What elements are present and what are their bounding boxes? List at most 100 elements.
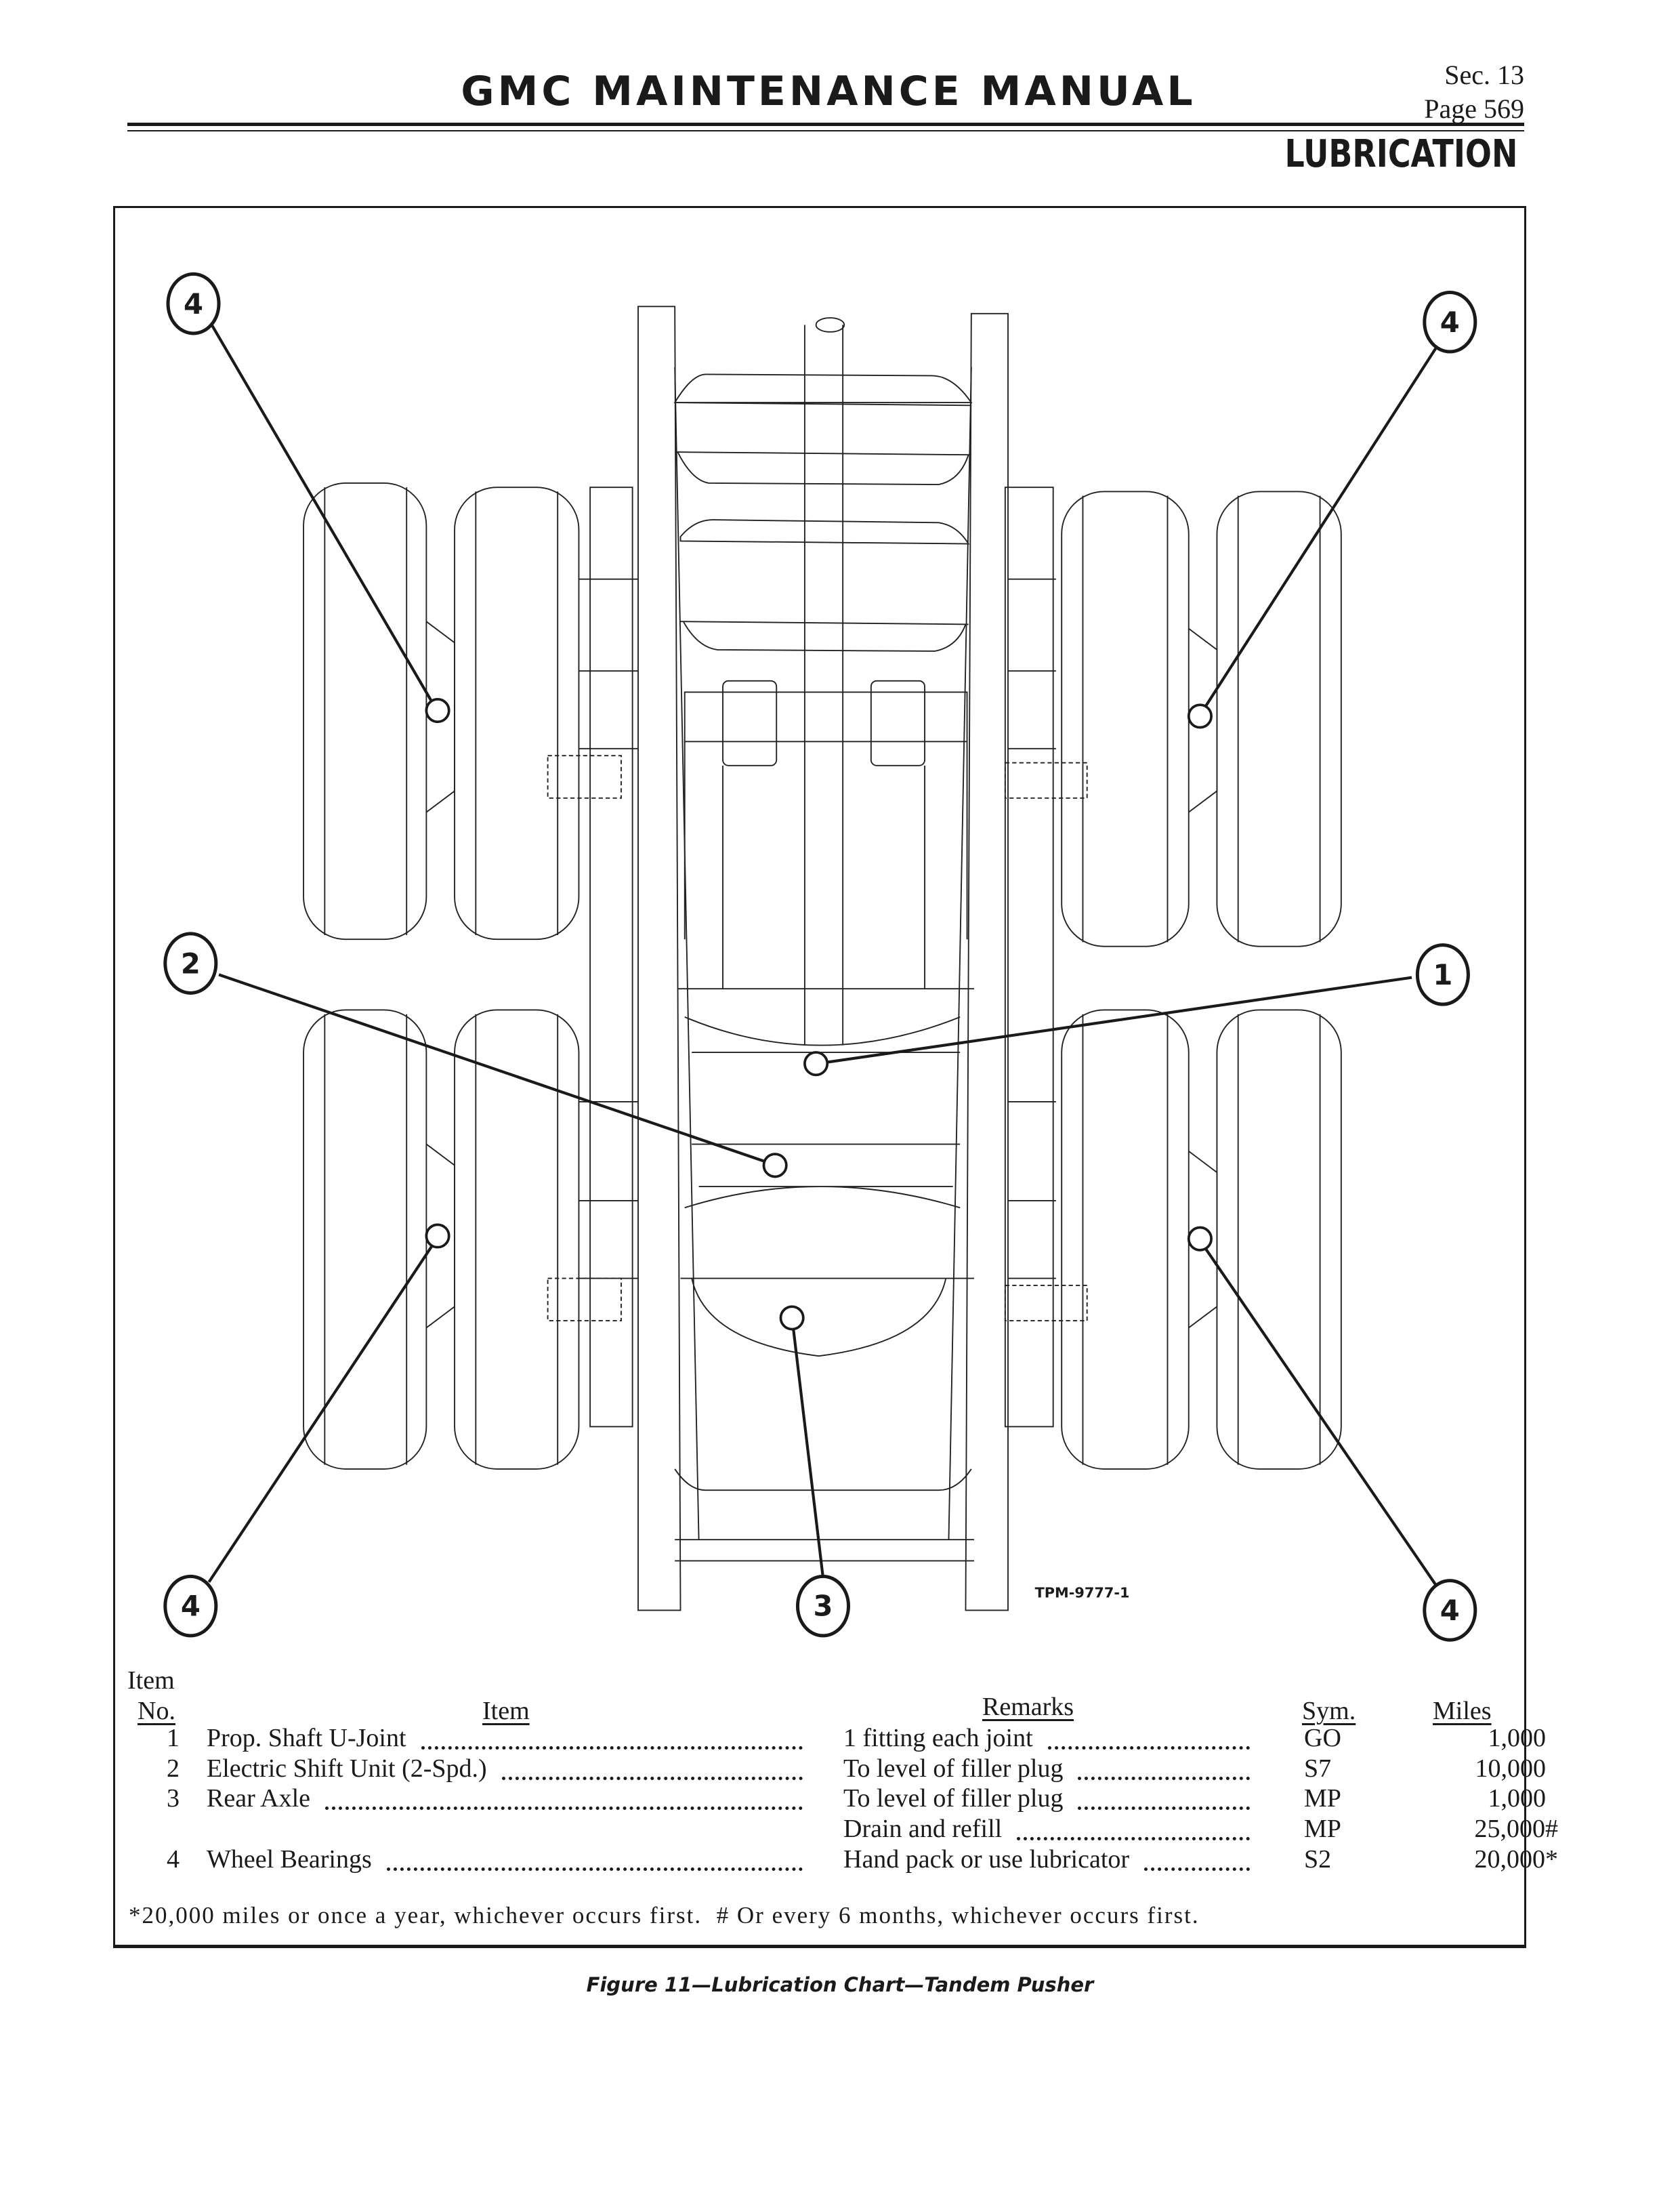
- callout-bubble: [163, 932, 218, 995]
- row-item: Rear Axle: [207, 1784, 311, 1813]
- row-item: Prop. Shaft U-Joint: [207, 1724, 406, 1752]
- fitting-point-2: [762, 1153, 788, 1178]
- left-spring: [589, 487, 633, 1428]
- section-number: Sec. 13: [1444, 60, 1524, 90]
- row-remarks-cell: To level of filler plug: [843, 1754, 1250, 1784]
- row-item: Wheel Bearings: [207, 1845, 372, 1874]
- dot-leader: [1078, 1760, 1250, 1780]
- row-remarks: To level of filler plug: [843, 1784, 1064, 1813]
- callout-3: 3: [813, 1590, 833, 1623]
- row-item: Electric Shift Unit (2-Spd.): [207, 1754, 487, 1783]
- dot-leader: [1144, 1851, 1250, 1871]
- chassis-drawing: [303, 306, 1342, 1611]
- callout-4-bottom-left: 4: [181, 1590, 201, 1623]
- left-rear-outer-tire: [303, 1009, 427, 1470]
- leader-line-4-br: [1204, 1247, 1437, 1586]
- row-item-cell: Electric Shift Unit (2-Spd.): [207, 1754, 803, 1784]
- figure-caption: Figure 11—Lubrication Chart—Tandem Pushe…: [586, 1973, 1094, 1996]
- manual-title: GMC MAINTENANCE MANUAL: [461, 68, 1196, 115]
- forward-axle: [684, 691, 968, 743]
- fitting-point-1: [803, 1051, 829, 1077]
- rear-differential: [680, 1277, 974, 1357]
- header-rule: [127, 123, 1524, 126]
- right-rear-inner-tire: [1061, 1009, 1190, 1470]
- header-remarks: Remarks: [982, 1693, 1074, 1721]
- row-item-cell: Wheel Bearings: [207, 1844, 803, 1875]
- header-sym: Sym.: [1302, 1697, 1356, 1725]
- row-miles: 10,000: [1475, 1754, 1547, 1783]
- header-item-no-line2: No.: [138, 1697, 175, 1725]
- crossmember: [673, 373, 973, 404]
- fitting-point-4-br: [1187, 1226, 1213, 1252]
- callout-bubble: [166, 272, 221, 335]
- row-remarks-cell: 1 fitting each joint: [843, 1723, 1250, 1754]
- header-miles: Miles: [1433, 1697, 1492, 1725]
- row-miles: 25,000#: [1474, 1815, 1559, 1843]
- fitting-point-4-tl: [425, 697, 450, 724]
- header-rule-thin: [127, 130, 1524, 131]
- right-rear-outer-tire: [1216, 1009, 1342, 1470]
- fitting-point-4-bl: [425, 1223, 450, 1249]
- row-no: 3: [167, 1784, 180, 1813]
- dot-leader: [421, 1730, 803, 1750]
- row-remarks-cell: To level of filler plug: [843, 1783, 1250, 1814]
- header-item: Item: [482, 1697, 530, 1725]
- leader-line-4-tl: [210, 324, 434, 703]
- table-footnote: *20,000 miles or once a year, whichever …: [129, 1902, 1200, 1928]
- row-sym: GO: [1304, 1724, 1341, 1752]
- callout-4-top-right: 4: [1440, 306, 1460, 339]
- row-item-cell: Prop. Shaft U-Joint: [207, 1723, 803, 1754]
- row-remarks: Drain and refill: [843, 1815, 1003, 1843]
- fitting-point-3: [779, 1305, 805, 1331]
- row-no: 1: [167, 1724, 180, 1752]
- leader-line-4-bl: [207, 1245, 434, 1583]
- dot-leader: [325, 1790, 803, 1810]
- callout-4-bottom-right: 4: [1440, 1594, 1460, 1627]
- prop-shaft: [803, 325, 844, 1046]
- right-front-outer-tire: [1216, 491, 1342, 947]
- left-front-inner-tire: [454, 487, 580, 941]
- callout-bubble: [1415, 943, 1470, 1006]
- callout-bubble: [1423, 291, 1477, 354]
- page-number: Page 569: [1424, 94, 1524, 124]
- left-frame-rail: [637, 306, 681, 1611]
- dot-leader: [386, 1851, 803, 1871]
- row-miles: 1,000: [1488, 1784, 1547, 1813]
- callout-2: 2: [181, 947, 201, 980]
- row-sym: S2: [1304, 1845, 1332, 1874]
- dot-leader: [501, 1760, 803, 1780]
- figure-frame: [113, 206, 1526, 1948]
- row-sym: MP: [1304, 1784, 1341, 1813]
- row-no: 4: [167, 1845, 180, 1874]
- row-remarks-cell: Hand pack or use lubricator: [843, 1844, 1250, 1875]
- row-remarks: 1 fitting each joint: [843, 1724, 1033, 1752]
- row-item-cell: Rear Axle: [207, 1783, 803, 1814]
- dot-leader: [1047, 1730, 1250, 1750]
- drawing-code: TPM-9777-1: [1035, 1585, 1130, 1601]
- row-miles: 1,000: [1488, 1724, 1547, 1752]
- header-item-no-line1: Item: [127, 1666, 175, 1695]
- right-spring: [1004, 487, 1054, 1428]
- row-miles: 20,000*: [1474, 1845, 1559, 1874]
- callout-1: 1: [1433, 958, 1452, 991]
- right-frame-rail: [965, 312, 1009, 1611]
- left-rear-inner-tire: [454, 1009, 580, 1470]
- callout-bubble: [163, 1574, 218, 1638]
- row-sym: S7: [1304, 1754, 1332, 1783]
- fitting-point-4-tr: [1187, 703, 1213, 729]
- left-front-outer-tire: [303, 482, 427, 941]
- leader-line-1: [826, 976, 1412, 1064]
- leader-line-3: [792, 1329, 825, 1578]
- right-front-inner-tire: [1061, 491, 1190, 947]
- callout-bubble: [795, 1574, 851, 1638]
- callout-4-top-left: 4: [184, 287, 203, 321]
- dot-leader: [1078, 1790, 1250, 1810]
- callout-bubble: [1423, 1579, 1477, 1642]
- row-no: 2: [167, 1754, 180, 1783]
- leader-line-2: [218, 973, 765, 1163]
- row-sym: MP: [1304, 1815, 1341, 1843]
- section-title: LUBRICATION: [1284, 132, 1517, 176]
- row-remarks-cell: Drain and refill: [843, 1814, 1250, 1844]
- row-remarks: Hand pack or use lubricator: [843, 1845, 1130, 1874]
